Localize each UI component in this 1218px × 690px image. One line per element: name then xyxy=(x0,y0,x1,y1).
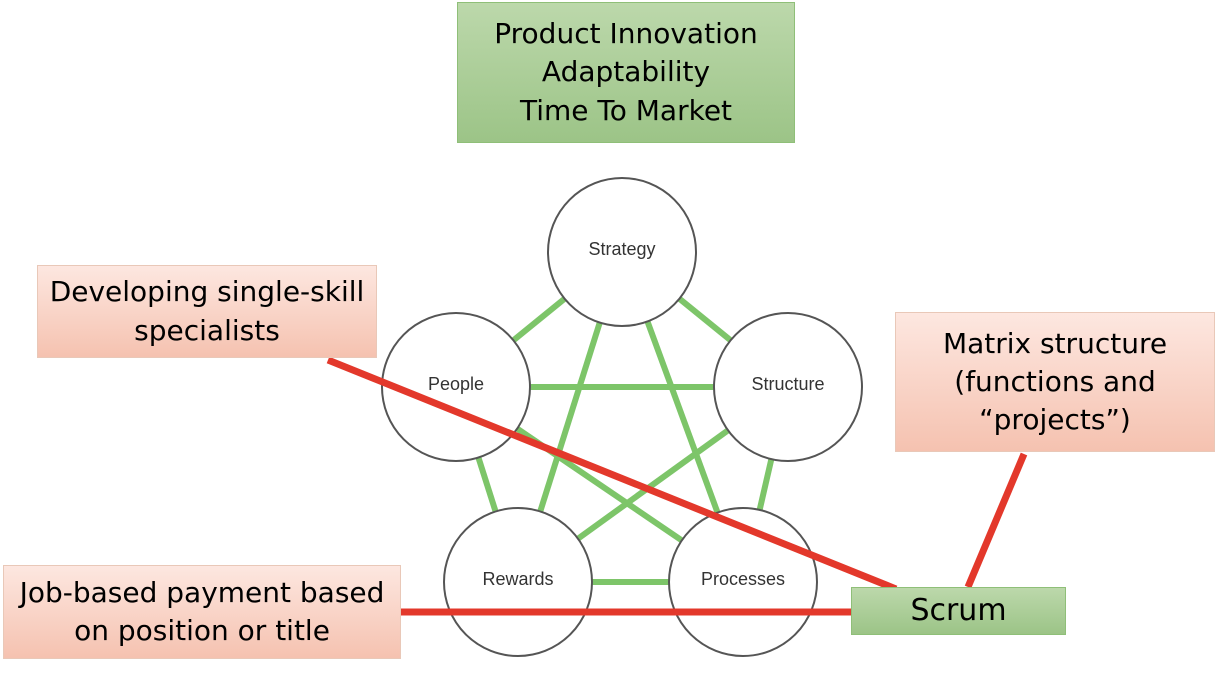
callout-line: (functions and xyxy=(954,364,1156,398)
node-circle xyxy=(547,177,697,327)
goal-product-innovation: Product Innovation xyxy=(494,17,758,51)
node-circle xyxy=(713,312,863,462)
callout-matrix-structure: Matrix structure (functions and “project… xyxy=(895,312,1215,452)
goal-adaptability: Adaptability xyxy=(541,55,711,89)
callout-line: specialists xyxy=(134,313,280,347)
node-label: Processes xyxy=(701,569,785,589)
callout-line: Matrix structure xyxy=(942,326,1168,360)
callout-line: on position or title xyxy=(74,614,330,647)
callout-line: Job-based payment based xyxy=(19,575,385,609)
red-connectors xyxy=(326,356,1028,616)
node-label: People xyxy=(428,374,484,394)
connector-matrix-to-scrum xyxy=(964,452,1028,589)
node-label: Structure xyxy=(751,374,824,394)
scrum-box: Scrum xyxy=(851,587,1066,635)
node-strategy: Strategy xyxy=(547,177,697,327)
node-label: Strategy xyxy=(588,239,655,259)
callout-line: “projects”) xyxy=(979,403,1131,437)
goals-box: Product Innovation Adaptability Time To … xyxy=(457,2,795,143)
callout-job-based-payment: Job-based payment based on position or t… xyxy=(3,565,401,659)
node-label: Rewards xyxy=(482,569,553,589)
goal-time-to-market: Time To Market xyxy=(519,93,733,127)
node-rewards: Rewards xyxy=(443,507,593,657)
callout-line: Developing single-skill xyxy=(49,275,365,309)
callout-single-skill-specialists: Developing single-skill specialists xyxy=(37,265,377,358)
connector-skills-to-scrum xyxy=(326,356,898,593)
node-circle xyxy=(443,507,593,657)
scrum-label: Scrum xyxy=(910,592,1007,628)
node-structure: Structure xyxy=(713,312,863,462)
